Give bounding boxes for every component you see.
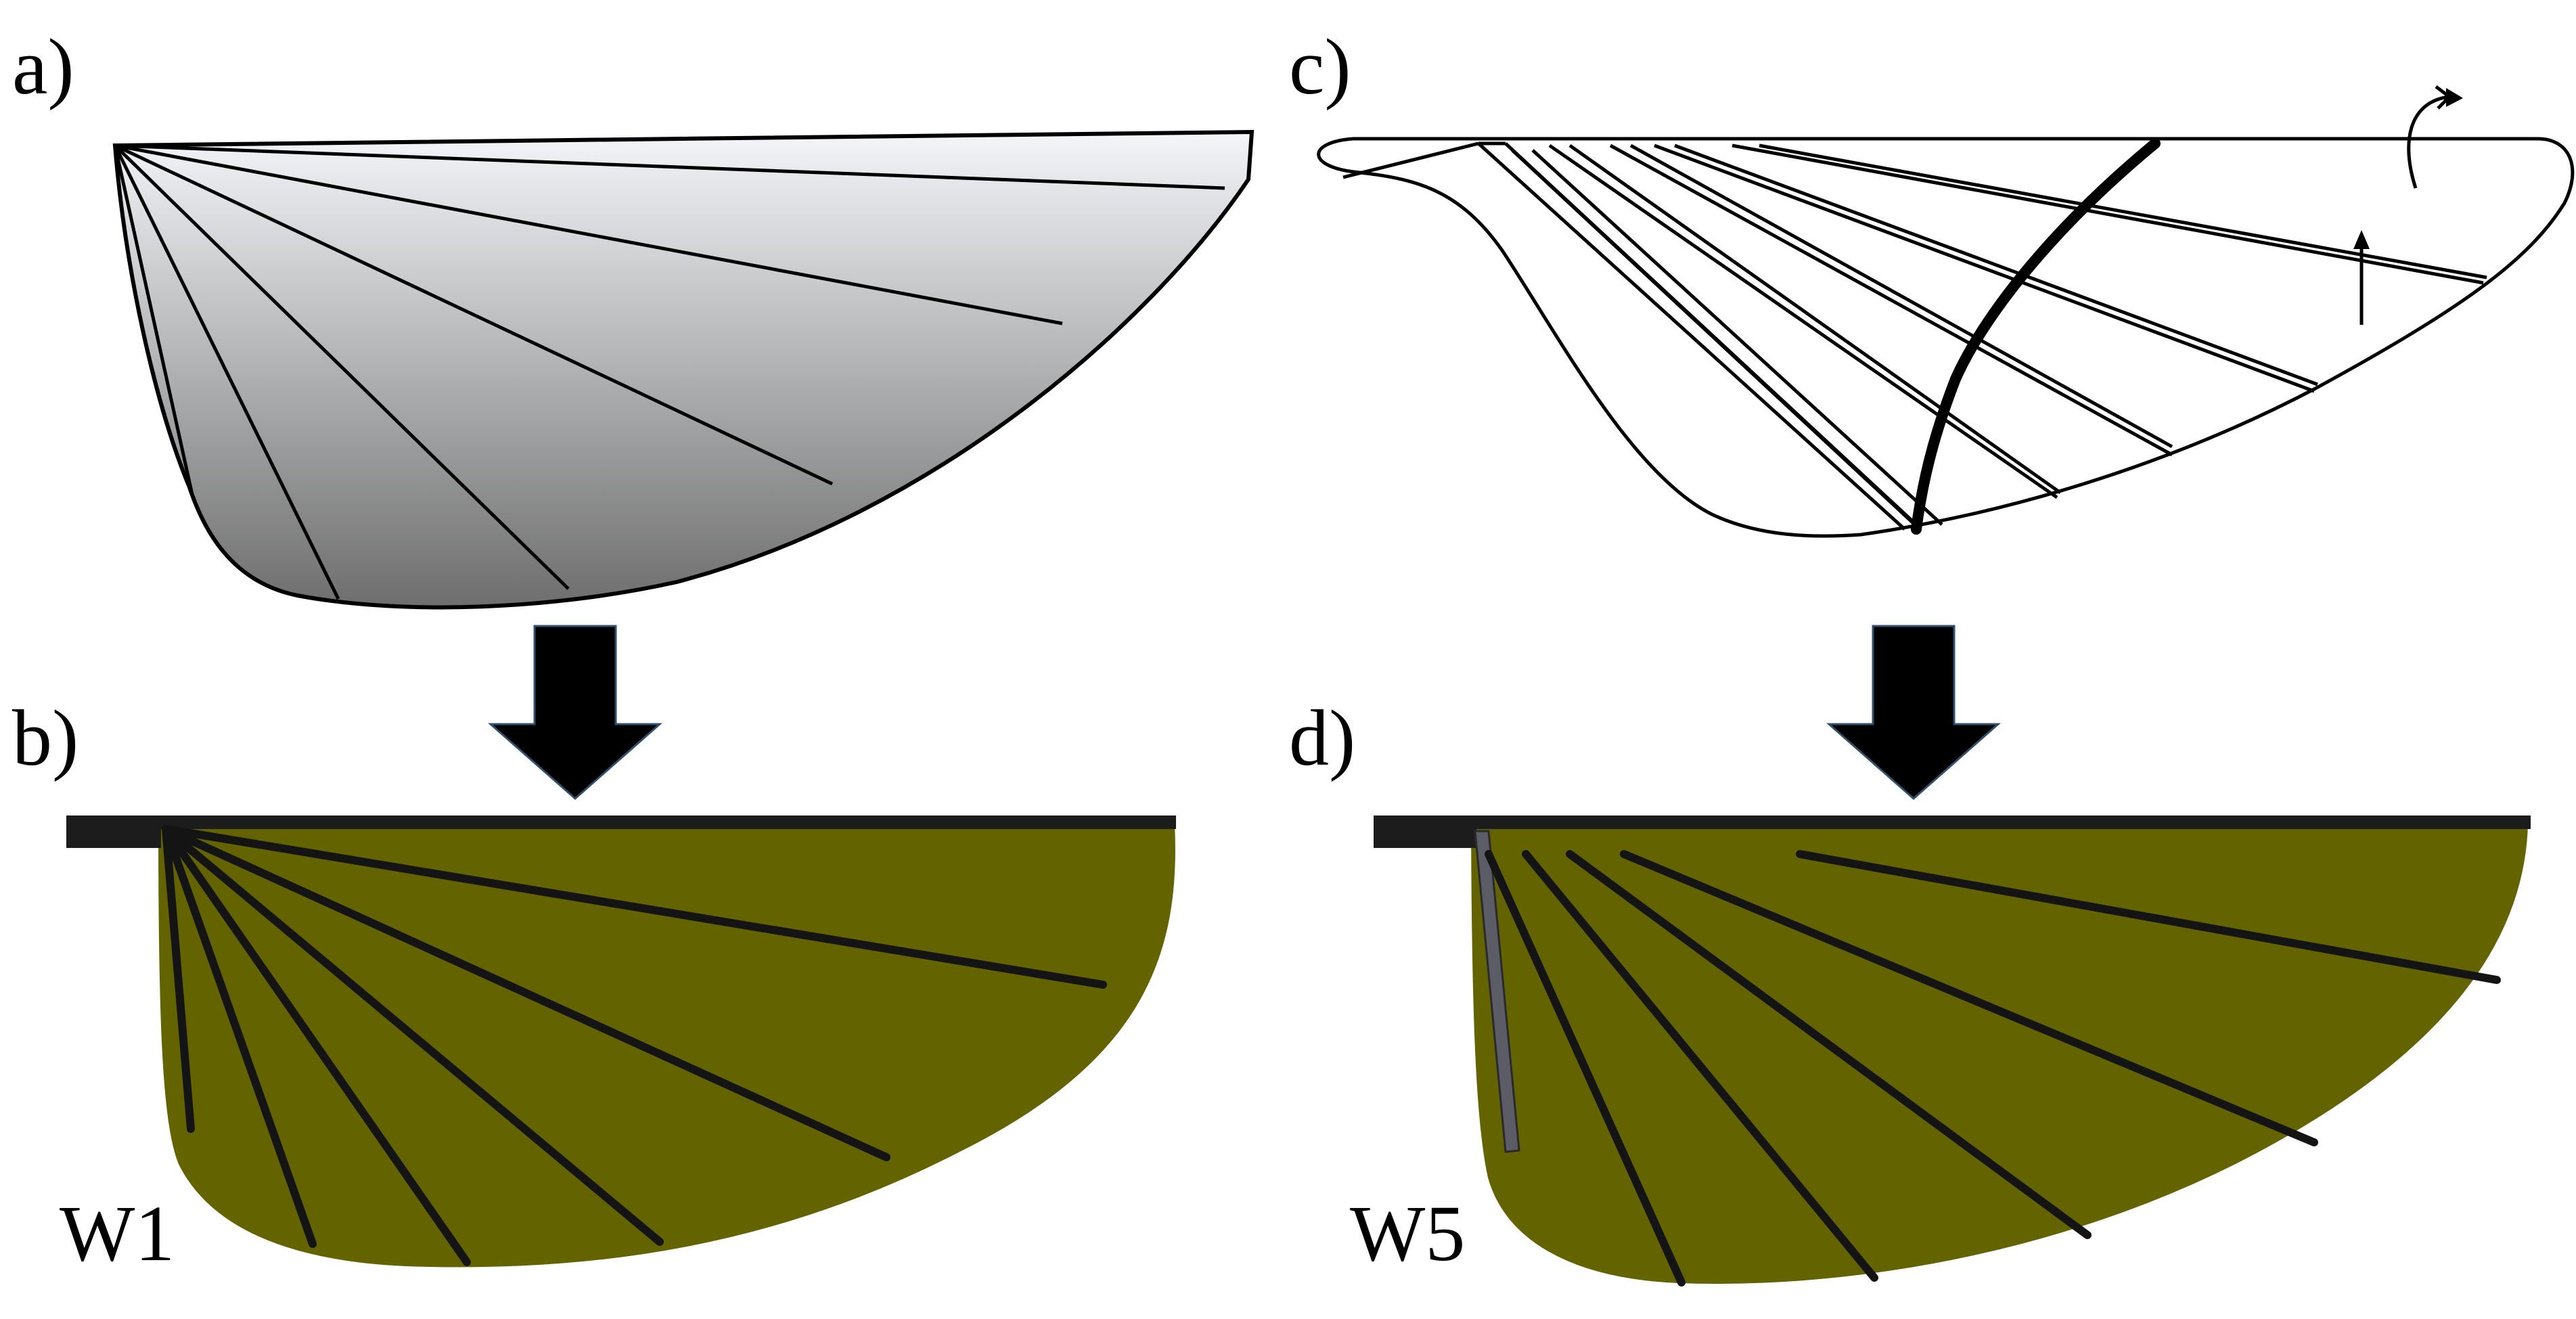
wing-a-membrane [112, 129, 1255, 610]
wing-d-veins [1485, 850, 2501, 1287]
panel-a-label: a) [12, 22, 74, 111]
wing-d-leading-edge-bar [1374, 815, 2531, 829]
wing-b-model [158, 824, 1175, 1268]
wing-b-leading-edge-bar [66, 815, 1176, 829]
arrow-a-to-b [488, 625, 662, 800]
wing-c-veins [1342, 141, 2487, 531]
panel-d-label: d) [1289, 694, 1355, 782]
wing-d-root-spar [1474, 830, 1520, 1153]
wing-c-outline [1317, 137, 2575, 538]
rotation-arrow-icon [2407, 85, 2463, 189]
wing-c-flexion-line [1911, 138, 2161, 535]
panel-d: d) W5 [1289, 694, 2531, 1287]
panel-a: a) [12, 22, 1255, 610]
wing-d-label: W5 [1350, 1189, 1465, 1278]
wing-a-veins [115, 143, 1225, 600]
panel-c: c) [1289, 22, 2575, 538]
up-arrow-icon [2353, 230, 2370, 325]
panel-b: b) W1 [12, 694, 1176, 1278]
wing-b-label: W1 [60, 1189, 175, 1278]
wing-b-root-block [66, 815, 161, 848]
panel-b-label: b) [12, 694, 78, 782]
arrow-c-to-d [1826, 625, 2001, 800]
wing-b-veins [162, 825, 1107, 1266]
panel-c-label: c) [1289, 22, 1351, 111]
wing-d-root-block [1374, 815, 1476, 848]
